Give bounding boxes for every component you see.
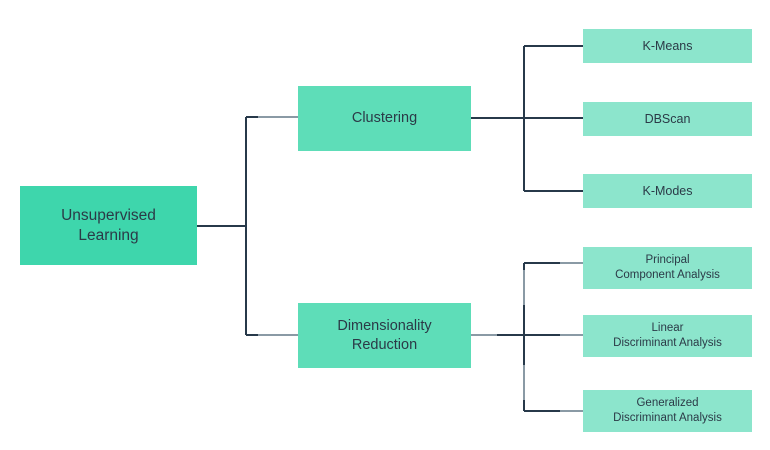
- node-dbscan[interactable]: DBScan: [583, 102, 752, 136]
- node-k-modes[interactable]: K-Modes: [583, 174, 752, 208]
- node-generalized-discriminant-analysis[interactable]: Generalized Discriminant Analysis: [583, 390, 752, 432]
- node-principal-component-analysis[interactable]: Principal Component Analysis: [583, 247, 752, 289]
- node-clustering[interactable]: Clustering: [298, 86, 471, 151]
- node-unsupervised-learning[interactable]: Unsupervised Learning: [20, 186, 197, 265]
- node-k-means[interactable]: K-Means: [583, 29, 752, 63]
- node-linear-discriminant-analysis[interactable]: Linear Discriminant Analysis: [583, 315, 752, 357]
- node-dimensionality-reduction[interactable]: Dimensionality Reduction: [298, 303, 471, 368]
